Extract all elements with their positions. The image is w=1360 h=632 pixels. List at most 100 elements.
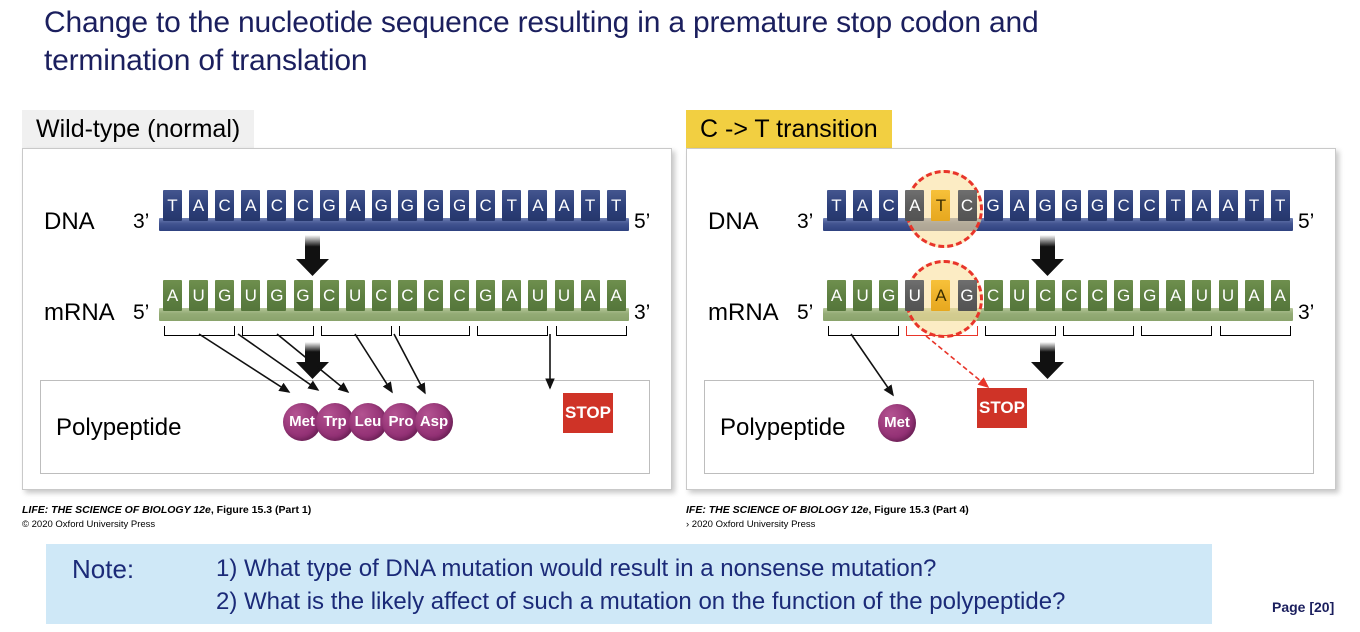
- mrna-base: U: [241, 280, 261, 311]
- dna-base: T: [580, 190, 600, 221]
- page-number: Page [20]: [1272, 599, 1335, 615]
- mrna-base: U: [905, 280, 925, 311]
- mrna-base: G: [215, 280, 235, 311]
- mrna-5prime-right: 5’: [797, 301, 814, 324]
- codon-bracket: [1219, 326, 1291, 336]
- dna-base: C: [293, 190, 313, 221]
- dna-base: A: [1218, 190, 1238, 221]
- amino-acid: Leu: [349, 403, 387, 441]
- mrna-base: U: [1218, 280, 1238, 311]
- note-box: Note: 1) What type of DNA mutation would…: [46, 544, 1212, 624]
- note-label: Note:: [72, 554, 135, 584]
- note-question-2: 2) What is the likely affect of such a m…: [216, 588, 1066, 616]
- mrna-base: A: [827, 280, 846, 311]
- dna-base: A: [905, 190, 925, 221]
- mrna-base: U: [554, 280, 574, 311]
- dna-base: A: [1009, 190, 1029, 221]
- panel-tag-transition: C -> T transition: [686, 110, 892, 148]
- mrna-base: A: [1244, 280, 1264, 311]
- row-label-polypeptide-right: Polypeptide: [720, 414, 846, 441]
- codon-bracket: [906, 326, 978, 336]
- mrna-base: G: [293, 280, 313, 311]
- dna-base: T: [163, 190, 182, 221]
- dna-base: A: [853, 190, 873, 221]
- credit-figure-left: , Figure 15.3 (Part 1): [210, 504, 312, 516]
- dna-base: T: [931, 190, 951, 221]
- mrna-5prime-left: 5’: [133, 301, 150, 324]
- dna-5prime-left: 5’: [634, 210, 651, 233]
- mrna-base: A: [606, 280, 626, 311]
- dna-base: G: [424, 190, 443, 221]
- dna-base: A: [345, 190, 365, 221]
- codon-bracket: [320, 326, 392, 336]
- dna-base: G: [371, 190, 391, 221]
- mrna-base: U: [345, 280, 365, 311]
- mrna-base: U: [1192, 280, 1212, 311]
- codon-bracket: [984, 326, 1056, 336]
- dna-base: A: [1192, 190, 1212, 221]
- dna-base: T: [606, 190, 626, 221]
- mrna-base: C: [983, 280, 1003, 311]
- panel-tag-label: Wild-type (normal): [36, 114, 241, 143]
- mrna-base: A: [931, 280, 951, 311]
- dna-base: T: [502, 190, 522, 221]
- mrna-base: A: [1166, 280, 1186, 311]
- codon-bracket: [555, 326, 627, 336]
- dna-base: A: [189, 190, 209, 221]
- dna-base: C: [879, 190, 899, 221]
- codon-bracket: [164, 326, 236, 336]
- mrna-base: A: [163, 280, 182, 311]
- dna-base: T: [1270, 190, 1290, 221]
- amino-acid: Asp: [415, 403, 453, 441]
- codon-bracket: [1141, 326, 1213, 336]
- dna-backbone-left: [159, 218, 629, 231]
- mrna-base: C: [397, 280, 417, 311]
- amino-acid: Pro: [382, 403, 420, 441]
- dna-base: C: [957, 190, 977, 221]
- dna-base: C: [1140, 190, 1160, 221]
- dna-5prime-right: 5’: [1298, 210, 1315, 233]
- credit-copyright-left: © 2020 Oxford University Press: [22, 519, 156, 531]
- credit-book-left: LIFE: THE SCIENCE OF BIOLOGY 12e: [22, 504, 211, 516]
- row-label-mrna-left: mRNA: [44, 299, 115, 326]
- mrna-base: A: [1270, 280, 1290, 311]
- dna-3prime-right: 3’: [797, 210, 814, 233]
- dna-base: G: [1061, 190, 1081, 221]
- amino-acid: Met: [283, 403, 321, 441]
- dna-base: T: [1244, 190, 1264, 221]
- row-label-dna-left: DNA: [44, 208, 95, 235]
- row-label-polypeptide-left: Polypeptide: [56, 414, 182, 441]
- credit-book-right: IFE: THE SCIENCE OF BIOLOGY 12e: [686, 504, 869, 516]
- mrna-base: U: [1009, 280, 1029, 311]
- dna-base: G: [983, 190, 1003, 221]
- dna-base: G: [397, 190, 417, 221]
- dna-base: T: [1166, 190, 1186, 221]
- codon-bracket: [828, 326, 900, 336]
- codon-bracket: [1062, 326, 1135, 336]
- dna-base: T: [827, 190, 846, 221]
- dna-base: A: [241, 190, 261, 221]
- mrna-backbone-left: [159, 308, 629, 321]
- mrna-base: G: [1140, 280, 1160, 311]
- credit-copyright-right: › 2020 Oxford University Press: [686, 519, 816, 531]
- mrna-base: C: [1088, 280, 1107, 311]
- dna-base: G: [319, 190, 339, 221]
- codon-bracket: [242, 326, 314, 336]
- credit-left: LIFE: THE SCIENCE OF BIOLOGY 12e, Figure…: [22, 503, 311, 532]
- page-title: Change to the nucleotide sequence result…: [44, 6, 1039, 78]
- mrna-base: G: [267, 280, 287, 311]
- credit-figure-right: , Figure 15.3 (Part 4): [868, 504, 969, 516]
- dna-base: C: [1114, 190, 1134, 221]
- mrna-base: C: [1061, 280, 1081, 311]
- mrna-base: U: [189, 280, 209, 311]
- mrna-base: G: [879, 280, 899, 311]
- dna-base: A: [554, 190, 574, 221]
- mrna-3prime-left: 3’: [634, 301, 651, 324]
- dna-base: G: [450, 190, 470, 221]
- codon-bracket: [398, 326, 471, 336]
- mrna-base: C: [450, 280, 470, 311]
- panel-tag-wild-type: Wild-type (normal): [22, 110, 255, 148]
- row-label-dna-right: DNA: [708, 208, 759, 235]
- dna-base: G: [1035, 190, 1055, 221]
